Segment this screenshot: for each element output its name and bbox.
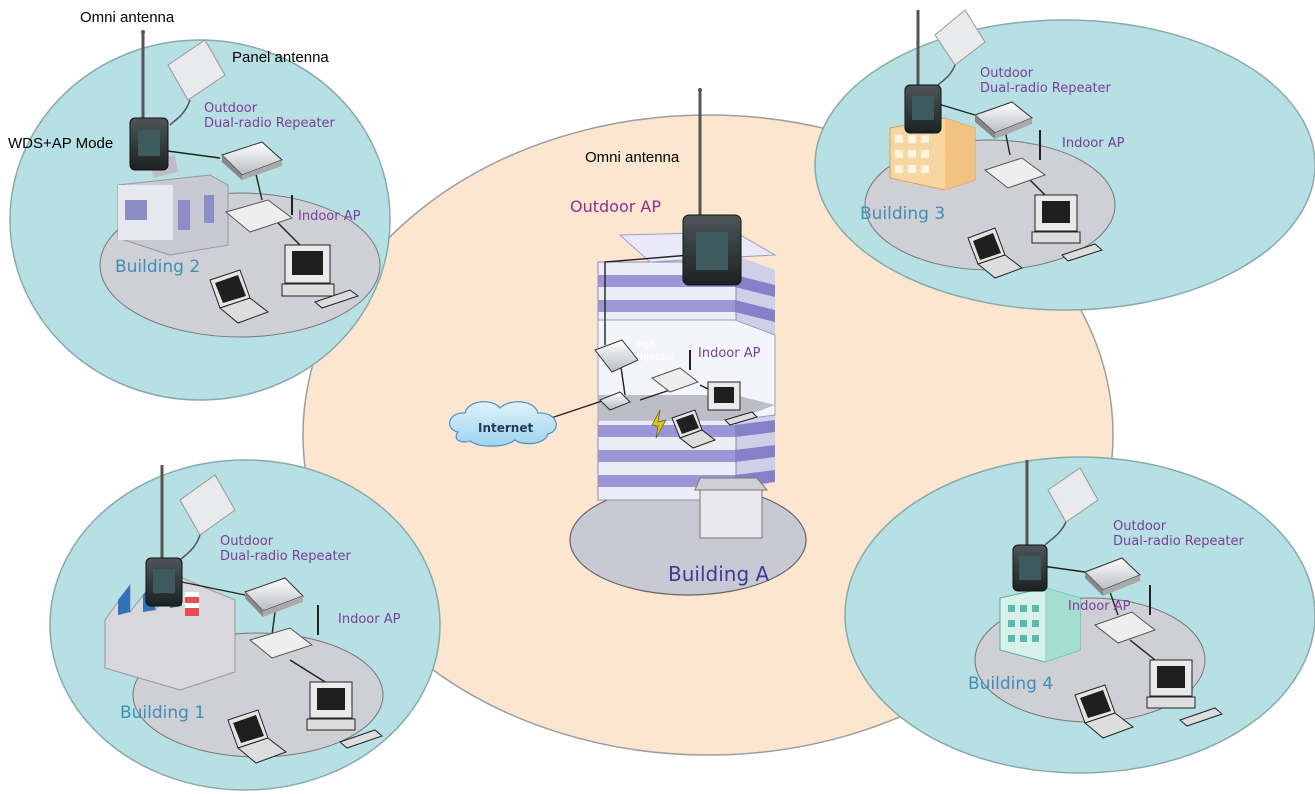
omni-antenna-icon bbox=[141, 30, 145, 125]
laptop-icon bbox=[671, 409, 717, 449]
dual-radio-repeater-label: Dual-radio Repeater bbox=[204, 116, 336, 131]
building-name-label: Building 3 bbox=[860, 204, 945, 224]
switch-icon bbox=[244, 577, 304, 617]
internet-cloud-icon bbox=[449, 401, 557, 447]
panel-antenna-icon bbox=[167, 39, 226, 126]
switch-icon bbox=[974, 101, 1033, 139]
indoor-ap-icon bbox=[650, 350, 700, 393]
indoor-ap-icon bbox=[224, 195, 294, 233]
outdoor-label: Outdoor bbox=[204, 101, 258, 116]
outdoor-ap-icon bbox=[682, 214, 742, 286]
outdoor-repeater-icon bbox=[904, 84, 942, 134]
omni-antenna-label: Omni antenna bbox=[80, 9, 175, 26]
building-name-label: Building 4 bbox=[968, 674, 1053, 694]
building-a-label: Building A bbox=[668, 562, 769, 586]
outdoor-label: Outdoor bbox=[980, 66, 1034, 81]
desktop-pc-icon bbox=[1031, 194, 1104, 262]
building-name-label: Building 1 bbox=[120, 703, 205, 723]
indoor-ap-icon bbox=[983, 130, 1047, 189]
desktop-pc-icon bbox=[281, 244, 360, 309]
internet-label: Internet bbox=[478, 421, 533, 435]
outdoor-label: Outdoor bbox=[220, 534, 274, 549]
outdoor-ap-label: Outdoor AP bbox=[570, 197, 661, 216]
desktop-pc-icon bbox=[306, 681, 383, 749]
poe-injector-icon bbox=[594, 339, 639, 373]
indoor-ap-icon bbox=[1093, 585, 1157, 644]
laptop-icon bbox=[227, 709, 288, 764]
panel-antenna-label: Panel antenna bbox=[232, 49, 329, 66]
dual-radio-repeater-label: Dual-radio Repeater bbox=[1113, 534, 1245, 549]
laptop-icon bbox=[967, 227, 1024, 279]
panel-antenna-icon bbox=[1044, 467, 1099, 546]
wireless-signal-icon bbox=[651, 409, 667, 439]
desktop-pc-icon bbox=[707, 381, 758, 426]
building-name-label: Building 2 bbox=[115, 257, 200, 277]
omni-antenna-icon bbox=[698, 88, 702, 220]
outdoor-repeater-icon bbox=[1012, 544, 1048, 592]
desktop-pc-icon bbox=[1146, 659, 1223, 727]
outdoor-repeater-icon bbox=[129, 117, 169, 171]
laptop-icon bbox=[1074, 684, 1135, 739]
indoor-ap-label: Indoor AP bbox=[1062, 136, 1125, 151]
switch-icon bbox=[599, 391, 631, 411]
omni-antenna-label: Omni antenna bbox=[585, 149, 680, 166]
switch-icon bbox=[1084, 557, 1141, 596]
indoor-ap-label: Indoor AP bbox=[338, 612, 401, 627]
indoor-ap-label: Indoor AP bbox=[1068, 599, 1131, 614]
building-4-structure bbox=[999, 587, 1081, 663]
dual-radio-repeater-label: Dual-radio Repeater bbox=[220, 549, 352, 564]
indoor-ap-label: Indoor AP bbox=[298, 209, 361, 224]
indoor-ap-label: Indoor AP bbox=[698, 346, 761, 361]
indoor-ap-icon bbox=[248, 605, 319, 659]
laptop-icon bbox=[209, 269, 270, 324]
outdoor-repeater-icon bbox=[145, 557, 183, 607]
poe-injector-label: Injector bbox=[637, 352, 676, 363]
outdoor-label: Outdoor bbox=[1113, 519, 1167, 534]
dual-radio-repeater-label: Dual-radio Repeater bbox=[980, 81, 1112, 96]
panel-antenna-icon bbox=[179, 474, 236, 561]
building-3-structure bbox=[889, 117, 976, 191]
poe-injector-label: PoE bbox=[637, 340, 655, 351]
switch-icon bbox=[221, 141, 283, 180]
wds-ap-mode-label: WDS+AP Mode bbox=[8, 135, 113, 152]
